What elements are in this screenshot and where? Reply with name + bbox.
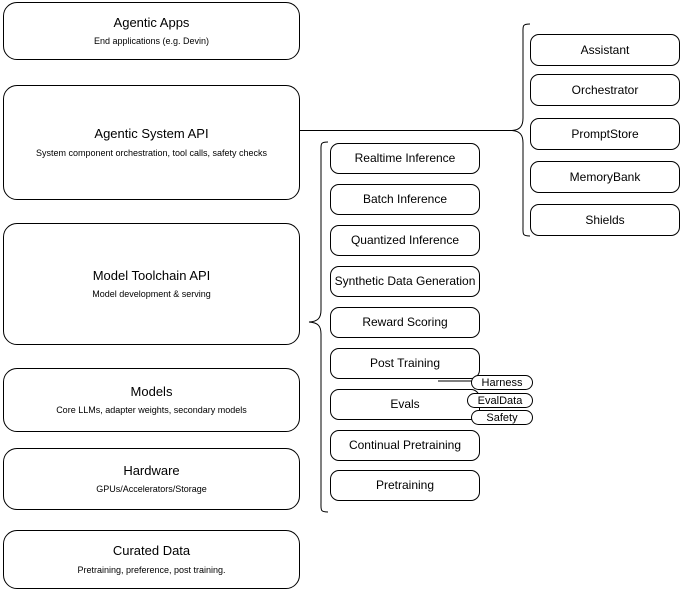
capability-label: Quantized Inference (350, 233, 460, 247)
system-component-promptstore[interactable]: PromptStore (530, 118, 680, 150)
pill-label: EvalData (477, 394, 523, 407)
layer-title: Models (130, 383, 173, 399)
capability-label: Continual Pretraining (348, 438, 462, 452)
layer-agentic-apps[interactable]: Agentic Apps End applications (e.g. Devi… (3, 2, 300, 60)
capability-label: Reward Scoring (362, 315, 448, 329)
system-component-orchestrator[interactable]: Orchestrator (530, 74, 680, 106)
layer-hardware[interactable]: Hardware GPUs/Accelerators/Storage (3, 448, 300, 510)
layer-subtitle: GPUs/Accelerators/Storage (96, 484, 207, 494)
layer-models[interactable]: Models Core LLMs, adapter weights, secon… (3, 368, 300, 432)
system-component-assistant[interactable]: Assistant (530, 34, 680, 66)
layer-title: Agentic System API (94, 126, 209, 142)
layer-title: Curated Data (112, 543, 191, 559)
pill-label: Safety (486, 411, 518, 424)
capability-batch-inference[interactable]: Batch Inference (330, 184, 480, 215)
connector-system-api-to-components (300, 120, 515, 142)
capability-evals[interactable]: Evals (330, 389, 480, 420)
layer-subtitle: Model development & serving (92, 289, 211, 299)
system-component-label: Orchestrator (571, 82, 639, 97)
layer-curated-data[interactable]: Curated Data Pretraining, preference, po… (3, 530, 300, 589)
capability-label: Realtime Inference (354, 151, 456, 165)
capability-quantized-inference[interactable]: Quantized Inference (330, 225, 480, 256)
capability-label: Batch Inference (362, 192, 448, 206)
brace-toolchain-capabilities (304, 140, 330, 516)
capability-label: Pretraining (375, 478, 435, 492)
capability-label: Post Training (369, 356, 441, 370)
layer-subtitle: End applications (e.g. Devin) (93, 36, 210, 46)
capability-label: Evals (390, 397, 420, 411)
system-component-label: MemoryBank (569, 169, 641, 184)
system-component-label: Assistant (580, 42, 630, 57)
layer-title: Hardware (123, 462, 180, 478)
evals-subcomponent-evaldata[interactable]: EvalData (467, 393, 533, 408)
system-component-shields[interactable]: Shields (530, 204, 680, 236)
capability-pretraining[interactable]: Pretraining (330, 470, 480, 501)
capability-synthetic-data-generation[interactable]: Synthetic Data Generation (330, 266, 480, 297)
layer-model-toolchain-api[interactable]: Model Toolchain API Model development & … (3, 223, 300, 345)
system-component-label: Shields (585, 212, 625, 227)
evals-subcomponent-safety[interactable]: Safety (471, 410, 533, 425)
pill-label: Harness (481, 376, 523, 389)
layer-subtitle: System component orchestration, tool cal… (35, 147, 268, 158)
layer-title: Model Toolchain API (92, 267, 211, 283)
capability-reward-scoring[interactable]: Reward Scoring (330, 307, 480, 338)
capability-continual-pretraining[interactable]: Continual Pretraining (330, 430, 480, 461)
capability-post-training[interactable]: Post Training (330, 348, 480, 379)
system-component-label: PromptStore (571, 126, 639, 141)
system-component-memorybank[interactable]: MemoryBank (530, 161, 680, 193)
capability-realtime-inference[interactable]: Realtime Inference (330, 143, 480, 174)
brace-system-components (508, 22, 532, 238)
evals-subcomponent-harness[interactable]: Harness (471, 375, 533, 390)
layer-subtitle: Core LLMs, adapter weights, secondary mo… (56, 405, 247, 415)
capability-label: Synthetic Data Generation (334, 274, 476, 288)
layer-title: Agentic Apps (113, 14, 190, 30)
layer-agentic-system-api[interactable]: Agentic System API System component orch… (3, 85, 300, 200)
layer-subtitle: Pretraining, preference, post training. (77, 564, 226, 575)
